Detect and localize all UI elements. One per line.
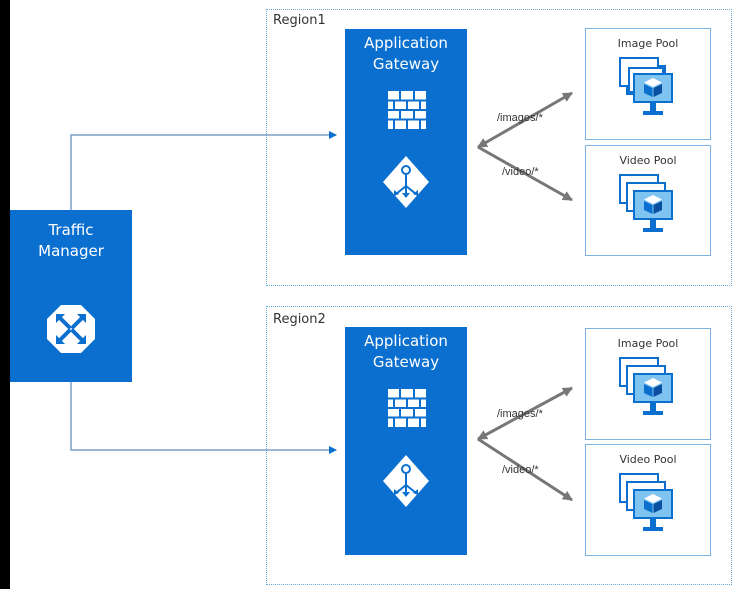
region2-image-pool: Image Pool <box>585 328 711 440</box>
traffic-manager-icon <box>47 305 95 353</box>
tm-to-gateway1-connector <box>70 131 337 210</box>
region1-image-pool-label: Image Pool <box>617 37 679 50</box>
r2-images-arrow <box>477 386 573 441</box>
load-balancer-icon <box>383 455 429 507</box>
tm-to-gateway2-connector <box>70 382 337 454</box>
region2-container <box>266 306 732 585</box>
vm-scale-set-icon <box>619 174 673 232</box>
region2-label: Region2 <box>273 312 326 327</box>
region1-route-images: /images/* <box>497 112 543 124</box>
r1-images-arrow <box>477 91 573 149</box>
vm-scale-set-icon <box>619 57 673 115</box>
region1-image-pool: Image Pool <box>585 28 711 140</box>
traffic-manager-box: Traffic Manager <box>10 210 132 382</box>
r1-video-arrow <box>477 145 573 202</box>
region1-gateway-title-line1: Application <box>364 34 448 52</box>
region1-video-pool-label: Video Pool <box>619 154 677 167</box>
load-balancer-icon <box>383 156 429 208</box>
firewall-icon <box>388 91 426 129</box>
region2-application-gateway: Application Gateway <box>345 327 467 555</box>
vm-scale-set-icon <box>619 473 673 531</box>
region2-route-video: /video/* <box>502 464 539 476</box>
region1-container <box>266 9 732 286</box>
region1-video-pool: Video Pool <box>585 145 711 256</box>
region2-video-pool: Video Pool <box>585 444 711 556</box>
firewall-icon <box>388 389 426 427</box>
region2-route-images: /images/* <box>497 408 543 420</box>
region2-image-pool-label: Image Pool <box>617 337 679 350</box>
region1-gateway-title-line2: Gateway <box>372 55 440 73</box>
traffic-manager-title-line1: Traffic <box>48 221 94 239</box>
region2-video-pool-label: Video Pool <box>619 453 677 466</box>
region1-label: Region1 <box>273 13 326 28</box>
vm-scale-set-icon <box>619 357 673 415</box>
r2-video-arrow <box>477 437 573 502</box>
traffic-manager-title-line2: Manager <box>38 242 104 260</box>
region1-route-video: /video/* <box>502 166 539 178</box>
region2-gateway-title-line1: Application <box>364 332 448 350</box>
region1-application-gateway: Application Gateway <box>345 29 467 255</box>
region2-gateway-title-line2: Gateway <box>372 353 440 371</box>
